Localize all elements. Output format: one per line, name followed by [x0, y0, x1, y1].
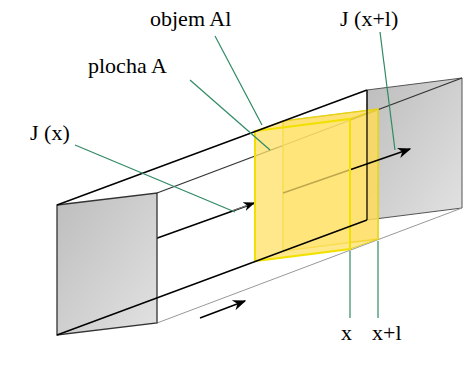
- position-label: x+l: [372, 322, 402, 344]
- near-end-face: [57, 193, 157, 335]
- flux-out-label: J (x+l): [340, 8, 398, 30]
- slab-front-face: [255, 119, 350, 261]
- volume-label: objem Al: [150, 8, 231, 30]
- area-label: plocha A: [88, 55, 167, 77]
- far-end-face: [367, 78, 462, 220]
- flux-in-label: J (x): [30, 122, 70, 144]
- position-label: x: [341, 322, 352, 344]
- leader-lines: [75, 32, 395, 318]
